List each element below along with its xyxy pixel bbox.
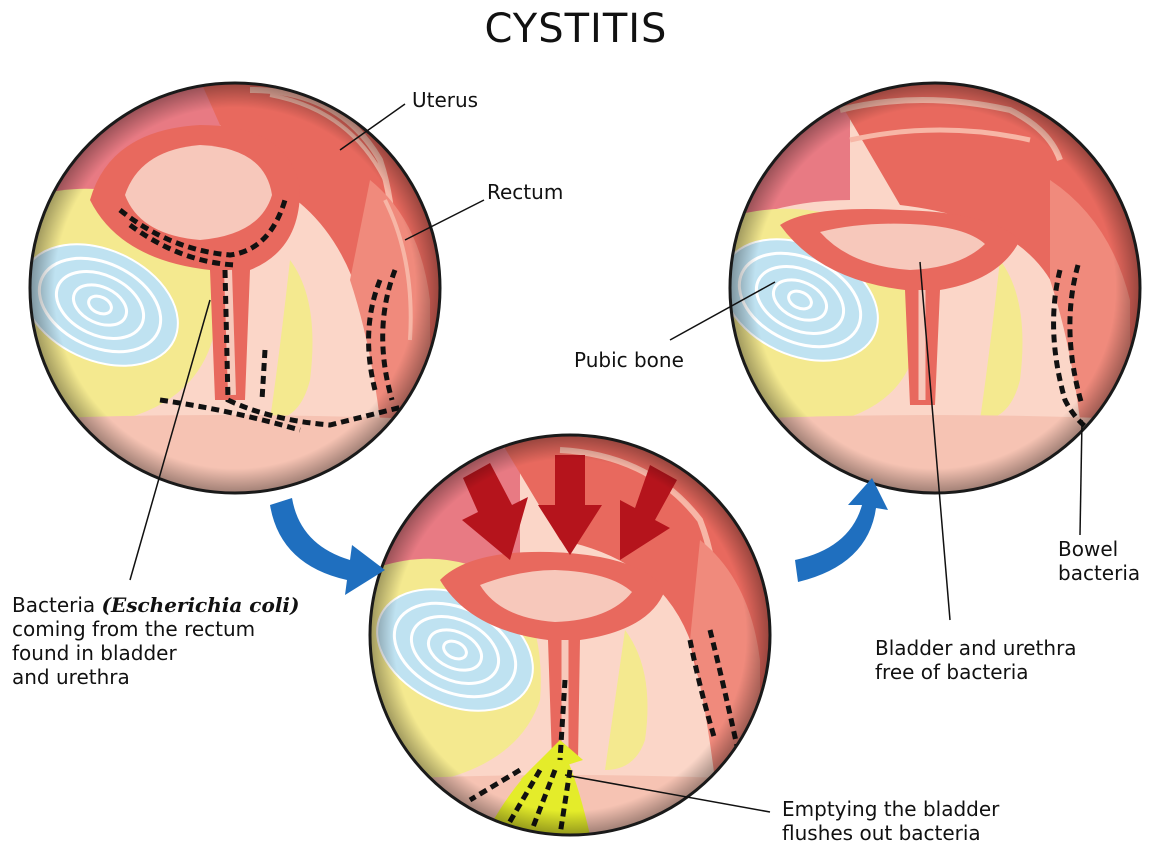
bacteria-line3: found in bladder xyxy=(12,641,299,665)
bowel-bacteria-label: Bowel bacteria xyxy=(1058,537,1140,585)
panel-bacteria-free xyxy=(702,75,1150,505)
panel-emptying xyxy=(357,435,770,835)
bacteria-line2: coming from the rectum xyxy=(12,617,299,641)
free-line2: free of bacteria xyxy=(875,660,1077,684)
diagram-title: CYSTITIS xyxy=(0,6,1152,52)
bacteria-species: (Escherichia coli) xyxy=(102,593,300,617)
bowel-bacteria-line1: Bowel xyxy=(1058,537,1140,561)
rectum-label: Rectum xyxy=(487,180,563,204)
free-line1: Bladder and urethra xyxy=(875,636,1077,660)
bowel-bacteria-line2: bacteria xyxy=(1058,561,1140,585)
pubic-bone-label: Pubic bone xyxy=(574,348,684,372)
bacteria-line4: and urethra xyxy=(12,665,299,689)
bacteria-prefix: Bacteria xyxy=(12,593,102,617)
arrow-left-to-middle xyxy=(270,498,385,595)
bacteria-free-caption: Bladder and urethra free of bacteria xyxy=(875,636,1077,684)
arrow-middle-to-right xyxy=(795,478,888,582)
emptying-caption: Emptying the bladder flushes out bacteri… xyxy=(782,797,999,845)
uterus-label: Uterus xyxy=(412,88,478,112)
bacteria-caption: Bacteria (Escherichia coli) coming from … xyxy=(12,593,299,689)
panel-bacteria-present xyxy=(2,75,450,505)
emptying-line2: flushes out bacteria xyxy=(782,821,999,845)
emptying-line1: Emptying the bladder xyxy=(782,797,999,821)
